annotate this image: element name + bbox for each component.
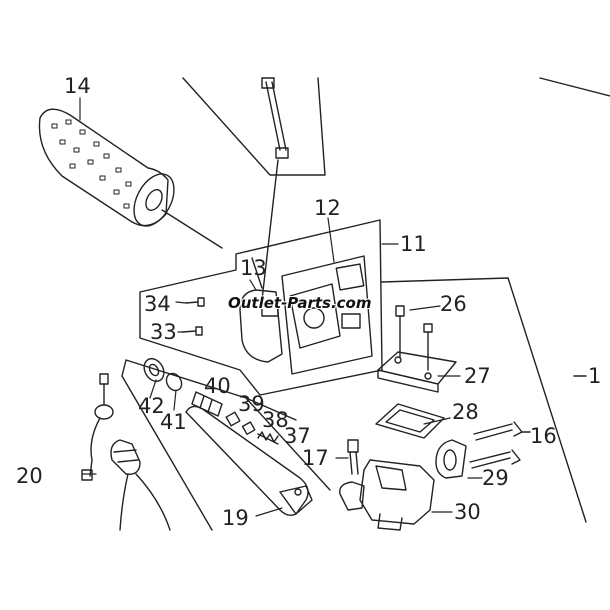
brake-switch-cable	[81, 373, 171, 531]
callout-41: 41	[160, 410, 187, 434]
callout-42: 42	[138, 394, 165, 418]
callout-34: 34	[144, 292, 171, 316]
brake-lever	[185, 405, 313, 517]
frame-lines	[161, 77, 610, 249]
frame-lines-lower	[121, 359, 331, 531]
callout-12: 12	[314, 196, 341, 220]
bolts	[469, 421, 531, 469]
throttle-cable	[261, 77, 289, 301]
callout-19: 19	[222, 506, 249, 530]
callout-13: 13	[240, 256, 267, 280]
master-cylinder-body	[339, 459, 435, 531]
callout-38: 38	[262, 408, 289, 432]
diaphragm	[375, 403, 445, 439]
clamp	[435, 439, 467, 479]
switch-body	[239, 257, 283, 363]
cap-screws	[395, 305, 433, 371]
callout-40: 40	[204, 374, 231, 398]
pivot-bolt	[347, 439, 359, 475]
callout-20: 20	[16, 464, 43, 488]
callout-14: 14	[64, 74, 91, 98]
callout-17: 17	[302, 446, 329, 470]
master-cylinder-frame	[381, 277, 587, 523]
handlebar-grip	[38, 108, 175, 227]
leader-lines	[79, 97, 483, 517]
callout-29: 29	[482, 466, 509, 490]
callout-39: 39	[238, 392, 265, 416]
screw-33	[181, 326, 203, 336]
callout-27: 27	[464, 364, 491, 388]
screw-34	[185, 297, 205, 307]
callout-30: 30	[454, 500, 481, 524]
piston-assembly	[143, 357, 279, 445]
callout-11: 11	[400, 232, 427, 256]
callout-26: 26	[440, 292, 467, 316]
switch-assembly	[281, 255, 373, 375]
callout-1: 1	[588, 364, 602, 388]
callout-16: 16	[530, 424, 557, 448]
callout-28: 28	[452, 400, 479, 424]
reservoir-cap	[377, 351, 457, 393]
callout-37: 37	[284, 424, 311, 448]
switch-housing-outline	[139, 219, 383, 396]
watermark: Outlet-Parts.com	[228, 294, 372, 312]
callout-33: 33	[150, 320, 177, 344]
